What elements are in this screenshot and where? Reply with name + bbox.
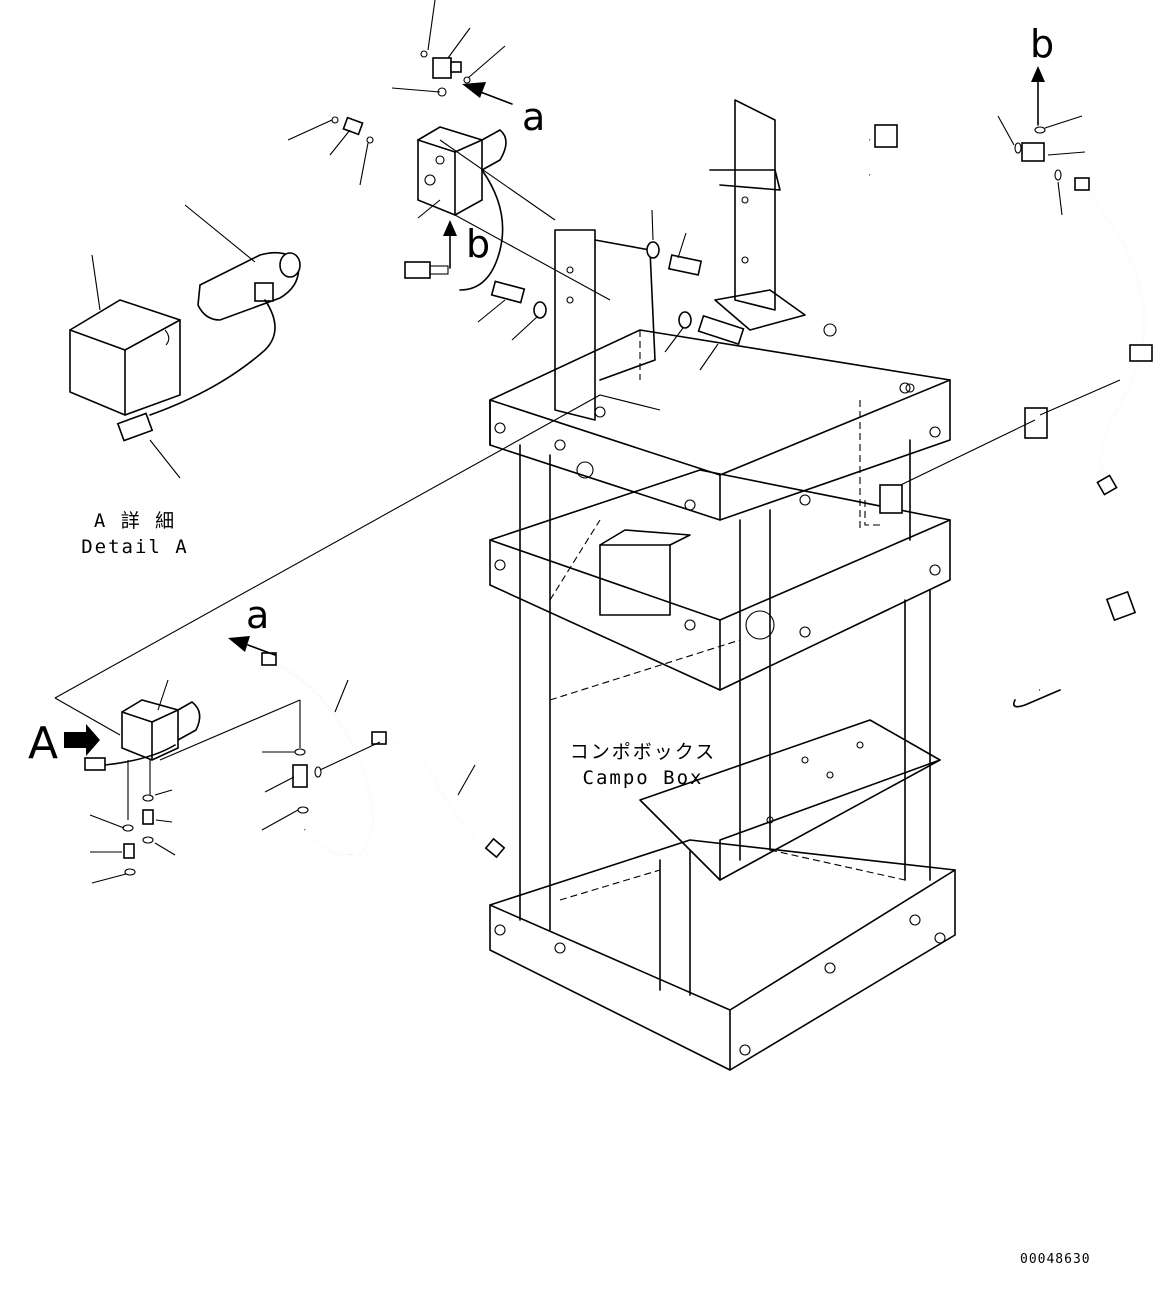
detail-a-lower-valve bbox=[64, 679, 301, 884]
campo-box-frame bbox=[489, 99, 956, 1071]
top-valve-block bbox=[287, 0, 611, 301]
drawing-number: 00048630 bbox=[1020, 1252, 1091, 1267]
detail-arrow-label: A bbox=[28, 718, 59, 769]
bolts-and-washers bbox=[477, 209, 745, 371]
callout-b-top-label: b bbox=[466, 222, 491, 266]
detail-reference-tick bbox=[54, 697, 121, 736]
detail-a-jp-caption: A 詳 細 bbox=[93, 510, 177, 532]
callout-b-right-label: b bbox=[1030, 22, 1055, 66]
hose-assemblies bbox=[228, 636, 506, 859]
detail-reference-line bbox=[54, 394, 661, 699]
callout-a-top-label: a bbox=[522, 95, 546, 139]
campo-box-en-caption: Campo Box bbox=[582, 767, 704, 789]
campo-box-jp-caption: コンポボックス bbox=[569, 741, 717, 763]
callout-a-hose-label: a bbox=[246, 593, 270, 637]
detail-a-en-caption: Detail A bbox=[81, 536, 189, 558]
right-side-piping bbox=[864, 66, 1153, 708]
detail-a-parts bbox=[69, 204, 301, 479]
